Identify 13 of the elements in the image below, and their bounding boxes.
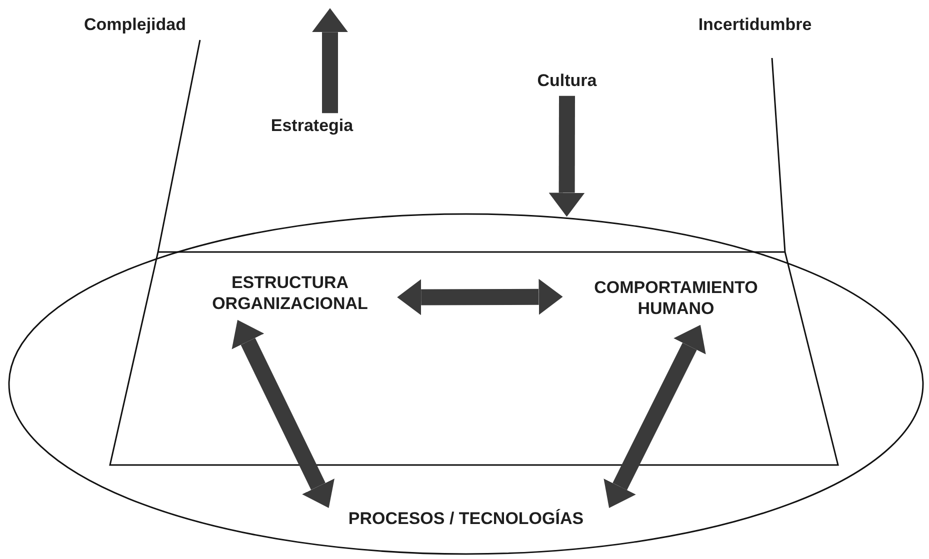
node-label: PROCESOS / TECNOLOGÍAS — [320, 508, 612, 532]
block-arrow — [548, 96, 585, 217]
block-arrow — [232, 320, 334, 508]
node-label: Cultura — [525, 70, 609, 94]
ellipse-outline — [8, 213, 924, 555]
block-arrow — [397, 278, 563, 316]
side-label: Complejidad — [82, 14, 187, 35]
node-label: ESTRUCTURA ORGANIZACIONAL — [185, 272, 395, 318]
side-label: Incertidumbre — [697, 14, 813, 35]
node-label: Estrategia — [262, 115, 362, 139]
node-label: COMPORTAMIENTO HUMANO — [565, 277, 787, 323]
block-arrow — [604, 324, 706, 508]
block-arrow — [312, 8, 348, 114]
